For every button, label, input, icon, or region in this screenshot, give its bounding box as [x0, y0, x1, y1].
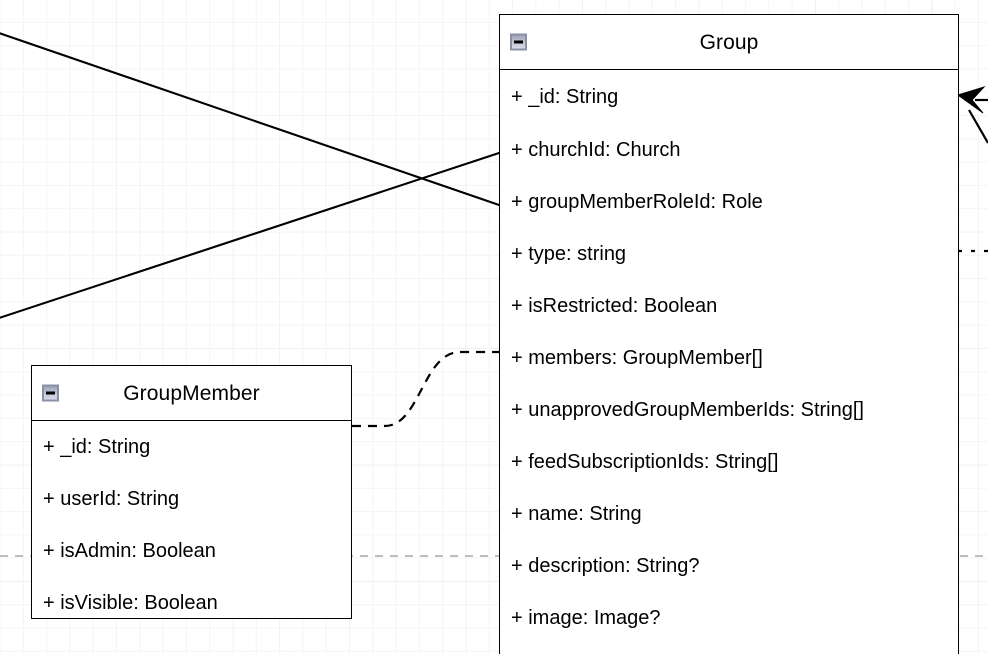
minus-icon[interactable]	[510, 33, 527, 51]
minus-icon[interactable]	[42, 384, 59, 402]
uml-class-group-title: Group	[699, 30, 759, 54]
uml-attribute: + type: string	[511, 243, 627, 265]
uml-attribute: + members: GroupMember[]	[511, 347, 763, 369]
dashed-s-curve-connector	[352, 350, 499, 428]
uml-attribute: + _id: String	[511, 86, 619, 108]
diagonal-up-right-connector	[0, 151, 503, 319]
uml-class-group-header: Group	[500, 15, 958, 70]
uml-attribute: + isAdmin: Boolean	[43, 540, 216, 562]
uml-attribute: + feedSubscriptionIds: String[]	[511, 451, 779, 473]
arrow-shaft-lower	[968, 109, 988, 144]
uml-class-group-member-title: GroupMember	[123, 381, 260, 405]
uml-attribute: + churchId: Church	[511, 139, 681, 161]
uml-class-group-attributes: + _id: String + churchId: Church + group…	[500, 70, 958, 644]
uml-class-group[interactable]: Group + _id: String + churchId: Church +…	[499, 14, 959, 654]
uml-attribute: + _id: String	[43, 436, 151, 458]
uml-attribute: + unapprovedGroupMemberIds: String[]	[511, 399, 864, 421]
arrowhead-icon	[956, 85, 986, 114]
diagonal-down-right-connector	[0, 32, 503, 207]
uml-attribute: + name: String	[511, 503, 642, 525]
uml-class-group-member-header: GroupMember	[32, 366, 351, 421]
uml-attribute: + description: String?	[511, 555, 700, 577]
uml-attribute: + isRestricted: Boolean	[511, 295, 718, 317]
uml-class-group-member-attributes: + _id: String + userId: String + isAdmin…	[32, 421, 351, 629]
uml-attribute: + isVisible: Boolean	[43, 592, 218, 614]
uml-attribute: + groupMemberRoleId: Role	[511, 191, 763, 213]
uml-attribute: + image: Image?	[511, 607, 661, 629]
uml-attribute: + userId: String	[43, 488, 180, 510]
uml-class-group-member[interactable]: GroupMember + _id: String + userId: Stri…	[31, 365, 352, 619]
